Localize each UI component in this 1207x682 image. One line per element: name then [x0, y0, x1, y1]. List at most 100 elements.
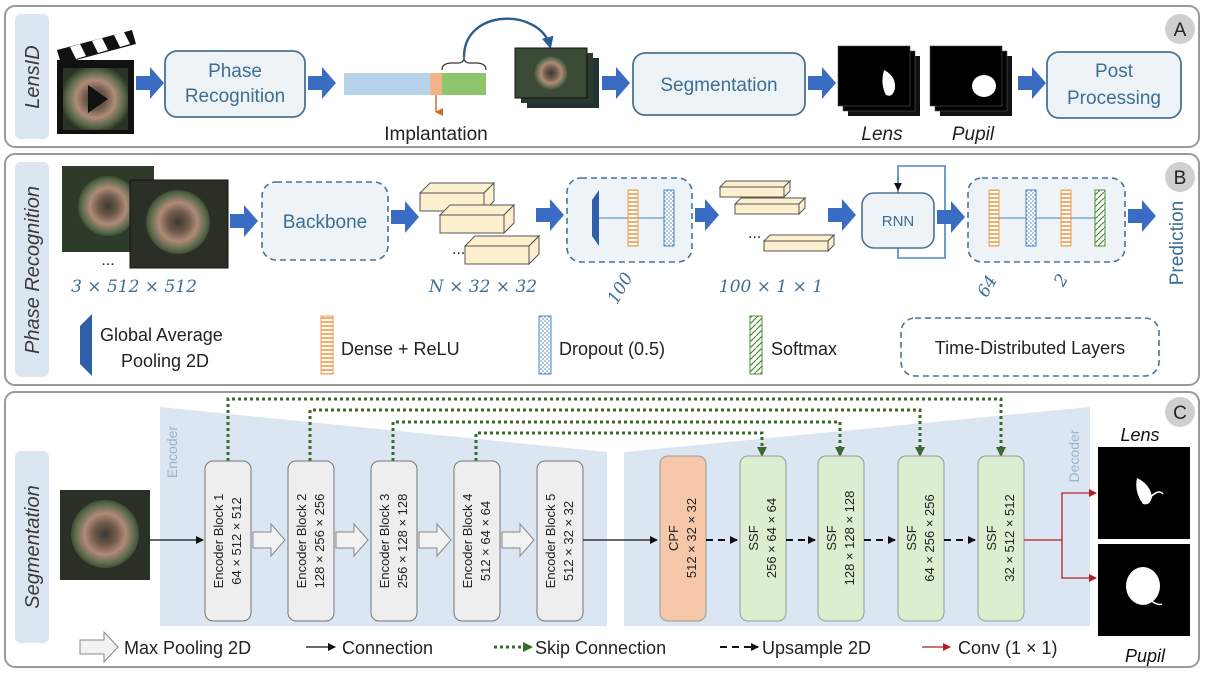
panel-b-title: Phase Recognition	[22, 186, 44, 354]
svg-text:64 × 256 × 256: 64 × 256 × 256	[922, 494, 937, 581]
backbone-box: Backbone	[261, 181, 389, 261]
svg-text:Upsample 2D: Upsample 2D	[762, 638, 871, 658]
svg-text:256 × 128 × 128: 256 × 128 × 128	[395, 494, 410, 589]
svg-text:Conv (1 × 1): Conv (1 × 1)	[958, 638, 1058, 658]
lens-output-mask	[1098, 447, 1190, 539]
svg-text:32 × 512 × 512: 32 × 512 × 512	[1002, 494, 1017, 581]
panel-b-badge	[1165, 162, 1195, 192]
svg-text:RNN: RNN	[882, 213, 915, 230]
conv-output-connections	[1024, 489, 1097, 582]
dense-legend-icon	[320, 315, 334, 375]
ssf-block-3: SSF 64 × 256 × 256	[897, 455, 945, 622]
maxpool-arrows	[252, 522, 535, 558]
panel-c-side-tab	[15, 451, 49, 643]
rnn-box: RNN	[861, 165, 946, 259]
play-icon	[88, 85, 108, 113]
svg-text:Connection: Connection	[342, 638, 433, 658]
svg-text:128 × 256 × 256: 128 × 256 × 256	[312, 494, 327, 589]
skip-connections	[226, 397, 1006, 461]
svg-text:Max Pooling 2D: Max Pooling 2D	[124, 638, 251, 658]
implantation-label: Implantation	[384, 124, 488, 145]
flow-arrows-b	[230, 199, 1156, 237]
svg-text:64 × 512 × 512: 64 × 512 × 512	[229, 497, 244, 584]
pooled-ellipsis: ...	[748, 225, 761, 242]
input-frames-image: ...	[62, 166, 229, 269]
svg-text:Segmentation: Segmentation	[660, 75, 777, 96]
svg-text:Softmax: Softmax	[771, 339, 837, 359]
pupil-label-c: Pupil	[1125, 646, 1166, 666]
feature-dim-label: N × 32 × 32	[428, 277, 537, 297]
ssf-block-1: SSF 256 × 64 × 64	[739, 455, 787, 622]
svg-text:SSF: SSF	[824, 525, 839, 550]
svg-text:Phase: Phase	[208, 61, 262, 82]
prediction-label: Prediction	[1167, 201, 1188, 286]
video-clapper-icon	[57, 30, 136, 134]
svg-text:Pooling 2D: Pooling 2D	[121, 351, 209, 371]
ssf-block-2: SSF 128 × 128 × 128	[817, 455, 865, 622]
svg-text:Encoder Block 1: Encoder Block 1	[211, 494, 226, 589]
encoder-block-3: Encoder Block 3 256 × 128 × 128	[370, 460, 418, 622]
encoder-blocks: Encoder Block 1 64 × 512 × 512 Encoder B…	[204, 460, 584, 622]
lens-mask-stack	[837, 45, 920, 116]
svg-text:Recognition: Recognition	[185, 86, 285, 107]
encoder-block-2: Encoder Block 2 128 × 256 × 256	[287, 460, 335, 622]
panel-b-letter: B	[1174, 168, 1187, 189]
svg-text:Encoder Block 3: Encoder Block 3	[377, 494, 392, 589]
panel-a-side-tab	[15, 14, 49, 139]
maxpool-legend-icon	[79, 630, 119, 664]
svg-text:Encoder Block 4: Encoder Block 4	[460, 494, 475, 589]
svg-text:Skip Connection: Skip Connection	[535, 638, 666, 658]
softmax-legend-icon	[749, 315, 763, 375]
svg-text:SSF: SSF	[746, 525, 761, 550]
post-processing-box: Post Processing	[1046, 51, 1182, 119]
segmentation-box: Segmentation	[632, 52, 806, 116]
lens-label-c: Lens	[1120, 425, 1159, 445]
decoder-label: Decoder	[1066, 429, 1082, 482]
panel-a-badge	[1165, 14, 1195, 44]
svg-text:Dense + ReLU: Dense + ReLU	[341, 339, 460, 359]
svg-text:Dropout (0.5): Dropout (0.5)	[559, 339, 665, 359]
svg-text:Encoder Block 2: Encoder Block 2	[294, 494, 309, 589]
pupil-output-mask	[1098, 544, 1190, 636]
svg-text:128 × 128 × 128: 128 × 128 × 128	[842, 491, 857, 586]
panel-c-badge	[1165, 397, 1195, 427]
feature-maps-stack	[418, 181, 541, 266]
head-layers-box	[566, 177, 693, 263]
panel-a: LensID A Phase Recognition Implant	[4, 5, 1200, 148]
svg-text:512 × 64 × 64: 512 × 64 × 64	[478, 501, 493, 581]
panel-b-side-tab	[15, 162, 49, 377]
svg-text:256 × 64 × 64: 256 × 64 × 64	[764, 498, 779, 578]
lens-label-a: Lens	[861, 124, 903, 145]
time-distributed-box	[967, 177, 1126, 263]
svg-text:SSF: SSF	[984, 525, 999, 550]
panel-b-legend: Global Average Pooling 2D Dense + ReLU D…	[80, 314, 1160, 377]
panel-a-letter: A	[1174, 20, 1187, 41]
panel-c: Segmentation C Encoder Decoder Encoder B…	[4, 391, 1200, 668]
encoder-block-1: Encoder Block 1 64 × 512 × 512	[204, 460, 252, 622]
svg-text:Backbone: Backbone	[283, 212, 368, 233]
svg-text:SSF: SSF	[904, 525, 919, 550]
flow-arrows-a	[136, 67, 1046, 99]
svg-text:CPF: CPF	[666, 525, 681, 551]
panel-b: Phase Recognition B ... 3 × 512 × 512 Ba…	[4, 153, 1200, 386]
phase-recognition-box: Phase Recognition	[164, 50, 306, 118]
phase-timeline-bar	[344, 17, 554, 116]
panel-c-legend: Max Pooling 2D Connection Skip Connectio…	[79, 630, 1058, 664]
panel-c-title: Segmentation	[22, 485, 44, 608]
svg-text:Global Average: Global Average	[100, 325, 223, 345]
ssf-block-4: SSF 32 × 512 × 512	[977, 455, 1025, 622]
pupil-mask-stack	[929, 45, 1012, 116]
svg-text:Post: Post	[1095, 61, 1134, 82]
feature-ellipsis: ...	[452, 241, 465, 258]
encoder-label: Encoder	[164, 426, 180, 478]
panel-c-letter: C	[1173, 403, 1187, 424]
pooled-dim-label: 100 × 1 × 1	[719, 277, 823, 297]
svg-text:Encoder Block 5: Encoder Block 5	[543, 494, 558, 589]
encoder-block-4: Encoder Block 4 512 × 64 × 64	[453, 460, 501, 622]
svg-text:Processing: Processing	[1067, 88, 1161, 109]
cpf-block: CPF 512 × 32 × 32	[659, 455, 707, 622]
svg-text:...: ...	[101, 252, 114, 269]
segmentation-input-image	[60, 490, 150, 580]
td-legend-icon	[900, 317, 1160, 377]
